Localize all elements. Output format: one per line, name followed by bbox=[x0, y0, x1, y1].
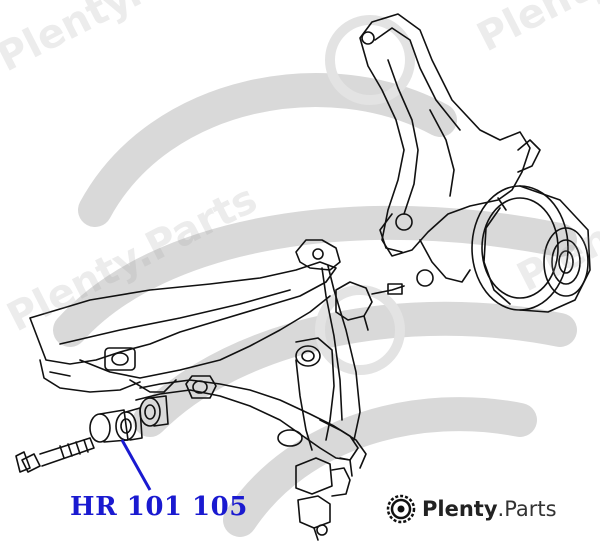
lower-link-arm bbox=[135, 375, 367, 469]
bushing-assembly bbox=[89, 395, 169, 443]
brand-name-bold: Plenty bbox=[422, 497, 498, 521]
steering-knuckle bbox=[359, 13, 541, 287]
leader-line bbox=[120, 439, 152, 491]
ball-joint bbox=[335, 281, 405, 331]
watermark-logo-mark bbox=[315, 15, 415, 375]
plenty-parts-gear-logo-icon bbox=[386, 494, 416, 524]
lower-control-arm bbox=[29, 261, 337, 393]
wheel-hub bbox=[471, 185, 591, 313]
mounting-bolt bbox=[15, 437, 95, 473]
arm-bracket bbox=[295, 239, 361, 441]
part-number-label: HR 101 105 bbox=[70, 492, 248, 522]
lower-ball-joint bbox=[295, 457, 353, 541]
brand-name-rest: .Parts bbox=[497, 497, 557, 521]
watermark-swoosh bbox=[53, 73, 577, 537]
brand-mark: Plenty.Parts bbox=[386, 492, 557, 526]
